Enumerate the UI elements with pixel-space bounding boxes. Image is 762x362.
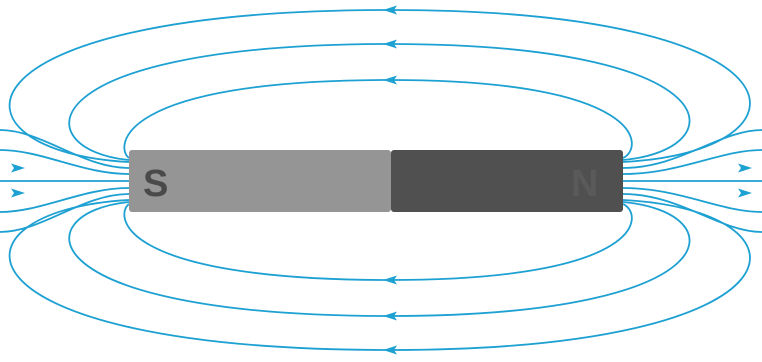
field-arrow-lower <box>383 275 397 285</box>
field-line-right <box>622 149 762 175</box>
field-line-left <box>0 187 130 213</box>
magnet-south-half <box>129 150 391 212</box>
field-line-lower <box>68 201 691 317</box>
field-arrow-right <box>738 163 752 173</box>
field-line-right <box>622 187 762 213</box>
field-arrow-upper <box>383 5 397 15</box>
field-line-right <box>622 193 762 233</box>
field-line-upper <box>68 43 691 161</box>
field-line-left <box>0 193 130 233</box>
field-line-left <box>0 149 130 175</box>
field-arrow-lower <box>383 311 397 321</box>
north-pole-label: N <box>571 163 598 205</box>
field-line-upper <box>8 9 751 163</box>
field-arrow-right <box>738 188 752 198</box>
field-arrow-upper <box>383 39 397 49</box>
field-arrows <box>11 5 752 355</box>
field-arrow-left <box>11 188 25 198</box>
field-arrow-left <box>11 163 25 173</box>
bar-magnet: S N <box>129 150 623 212</box>
field-line-lower <box>123 203 633 281</box>
field-line-right <box>622 129 762 169</box>
field-line-upper <box>123 79 633 159</box>
magnet-north-half <box>391 150 623 212</box>
field-line-lower <box>8 199 751 351</box>
field-line-left <box>0 129 130 169</box>
field-arrow-lower <box>383 345 397 355</box>
south-pole-label: S <box>143 163 168 205</box>
field-arrow-upper <box>383 75 397 85</box>
